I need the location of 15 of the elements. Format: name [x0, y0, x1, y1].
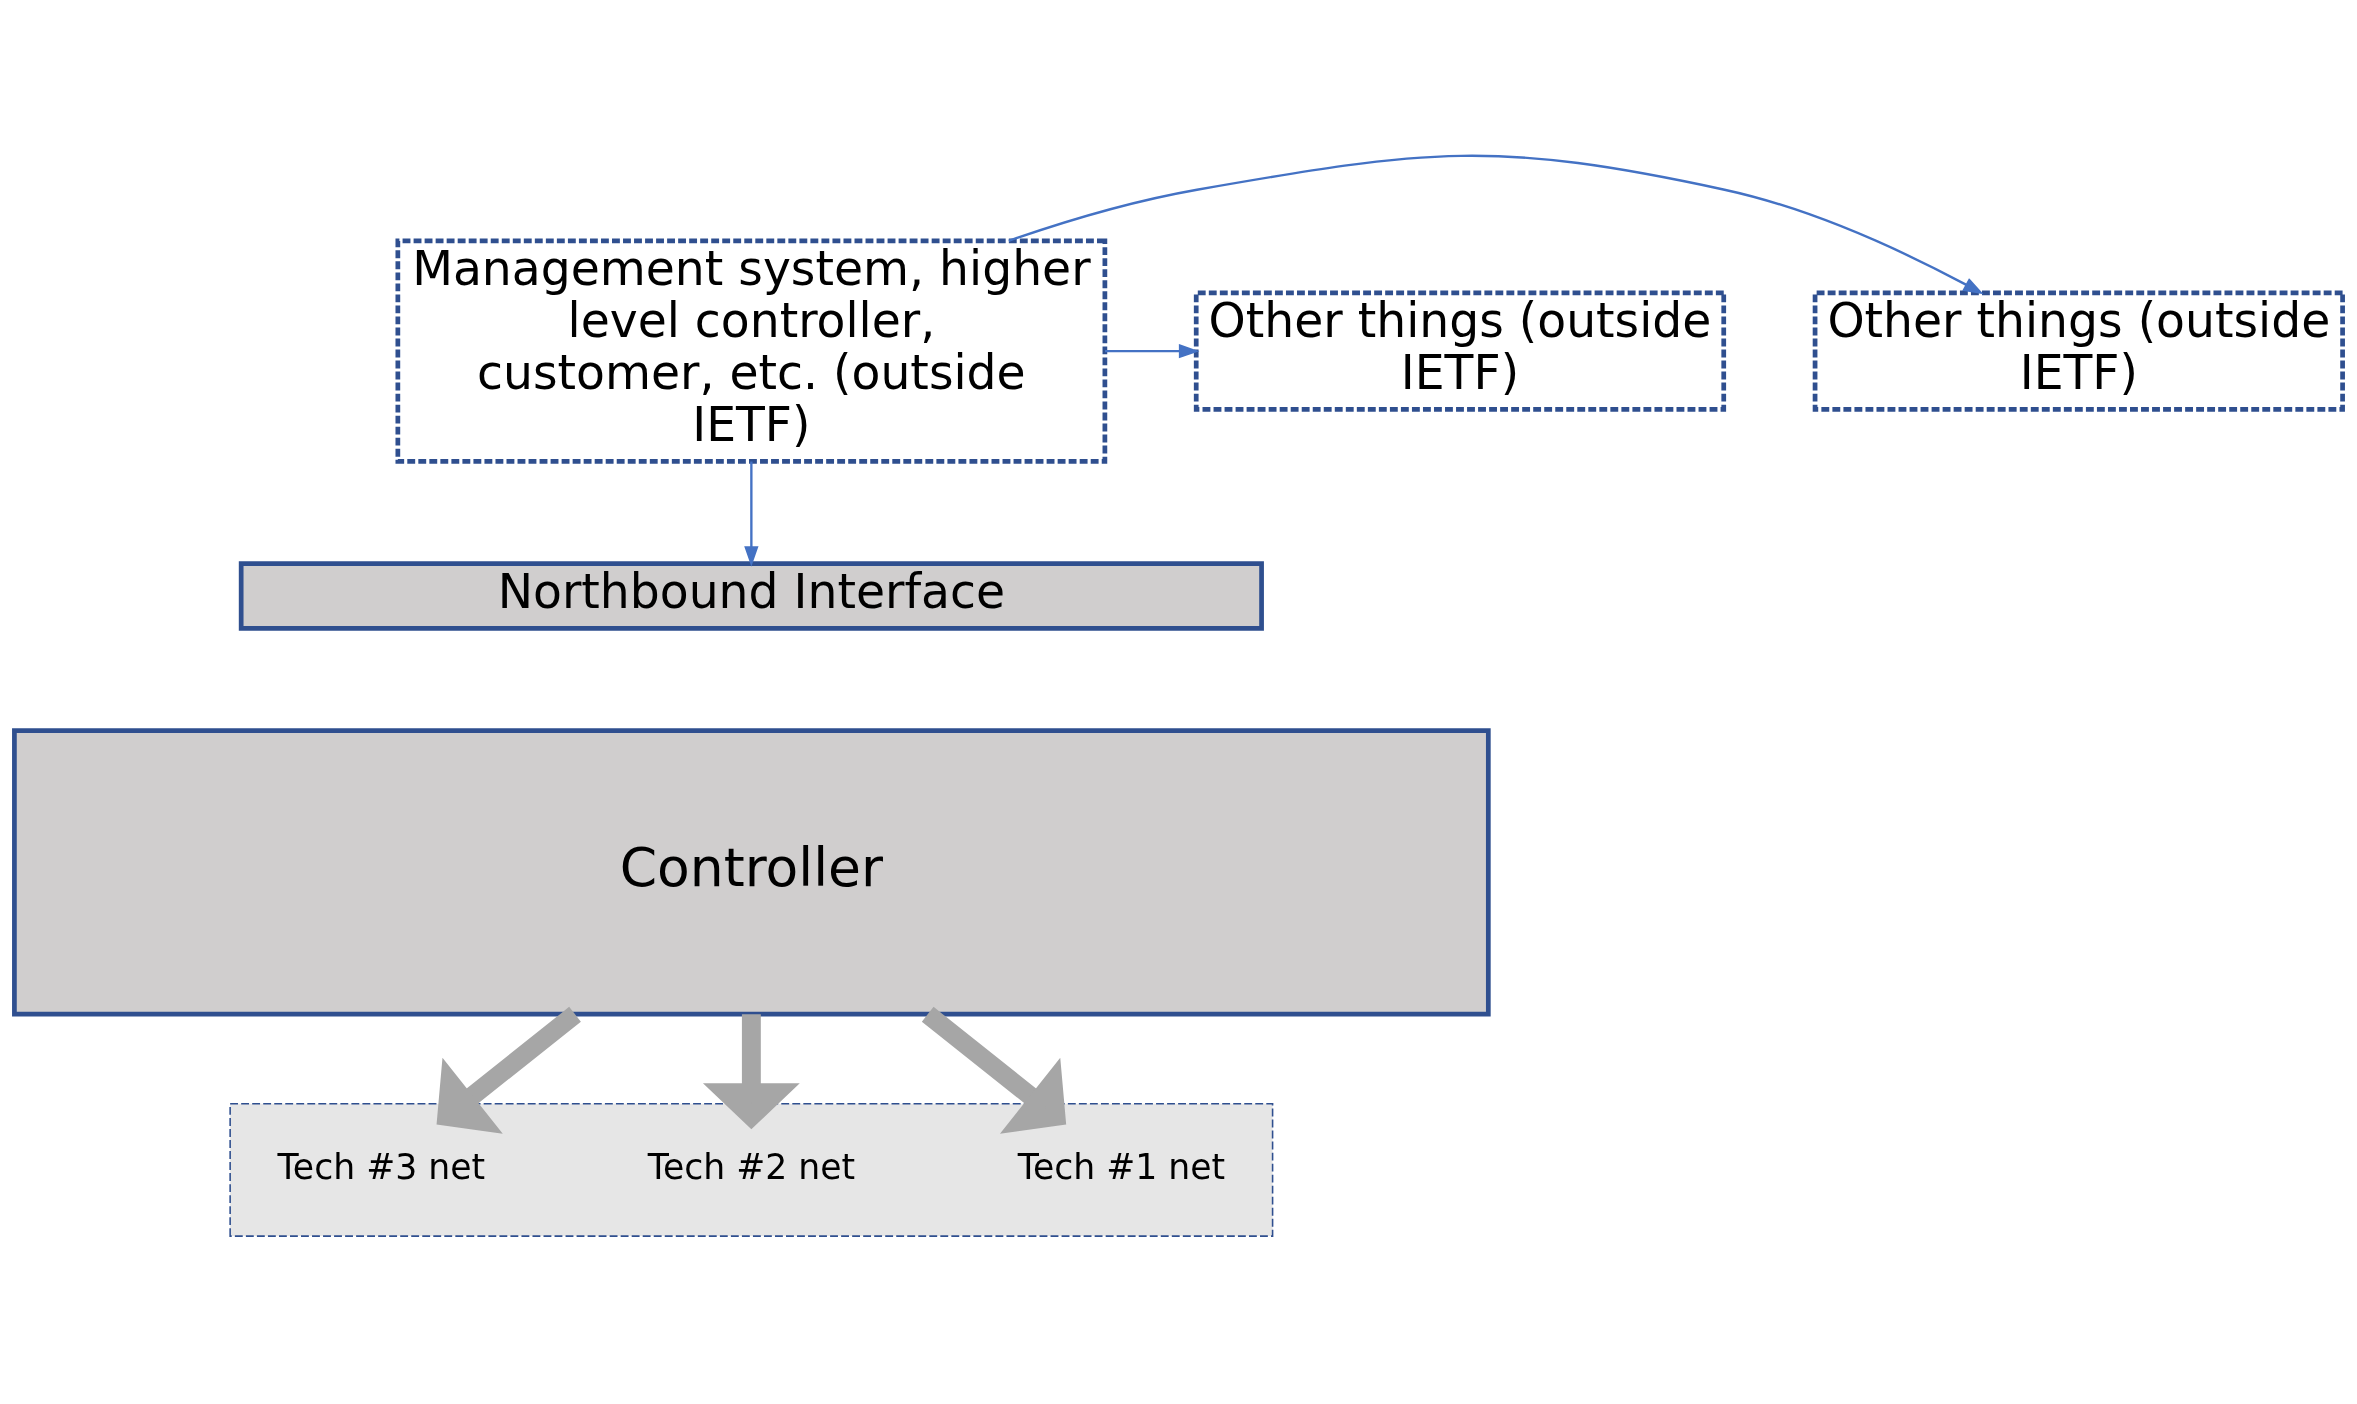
arrow: [921, 1006, 1067, 1134]
node-box: Controller: [12, 728, 1491, 1017]
node-box: Other things (outside IETF): [1193, 290, 1727, 412]
node-text: Tech #3 net: [277, 1146, 486, 1187]
node-box: Management system, higher level controller, customer, etc. (outside IETF): [395, 238, 1108, 464]
node-text: Tech #2 net: [647, 1146, 856, 1187]
node-box: Northbound Interface: [238, 561, 1264, 631]
node-text: Tech #1 net: [1017, 1146, 1226, 1187]
cluster: [229, 1103, 1274, 1237]
arrow: [744, 461, 759, 567]
arrow: [702, 1014, 800, 1130]
arrow: [1008, 154, 1984, 295]
node-box: Other things (outside IETF): [1812, 290, 2345, 412]
arrow: [436, 1006, 581, 1134]
arrow: [1105, 343, 1200, 359]
